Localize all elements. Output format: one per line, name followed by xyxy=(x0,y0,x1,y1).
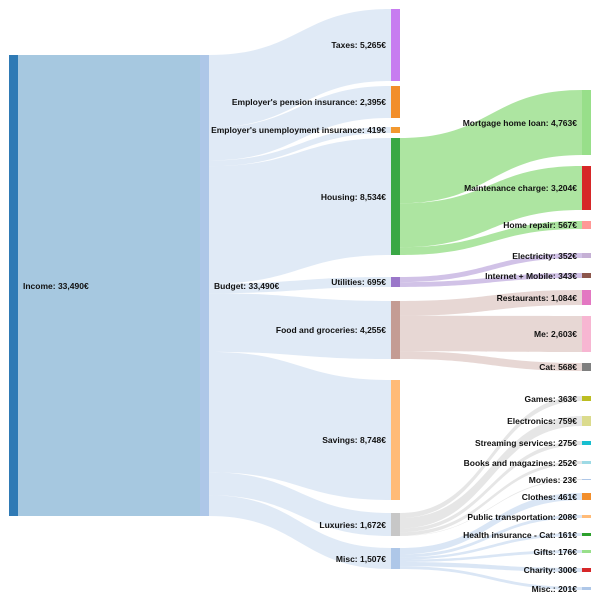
sankey-node-healthcat[interactable] xyxy=(582,533,591,536)
sankey-link-housing-mortgage xyxy=(400,90,582,204)
node-label-cat: Cat: 568€ xyxy=(539,362,577,372)
sankey-node-maintenance[interactable] xyxy=(582,166,591,210)
sankey-node-pension[interactable] xyxy=(391,86,400,118)
sankey-link-misc-misc2 xyxy=(400,566,582,590)
sankey-links xyxy=(18,9,582,590)
node-label-gifts: Gifts: 176€ xyxy=(533,546,577,557)
node-label-pension: Employer's pension insurance: 2,395€ xyxy=(231,97,386,107)
sankey-link-budget-luxuries xyxy=(209,472,391,536)
sankey-node-taxes[interactable] xyxy=(391,9,400,81)
sankey-link-housing-homerepair xyxy=(400,221,582,255)
sankey-link-luxuries-books xyxy=(400,461,582,536)
sankey-node-mortgage[interactable] xyxy=(582,90,591,155)
sankey-node-food[interactable] xyxy=(391,301,400,359)
sankey-node-transport[interactable] xyxy=(582,515,591,518)
sankey-link-budget-pension xyxy=(209,86,391,161)
sankey-node-me[interactable] xyxy=(582,316,591,352)
sankey-node-utilities[interactable] xyxy=(391,277,400,287)
sankey-node-gifts[interactable] xyxy=(582,550,591,553)
sankey-link-budget-savings xyxy=(209,351,391,500)
sankey-link-luxuries-games xyxy=(400,396,582,518)
sankey-node-budget[interactable] xyxy=(200,55,209,516)
sankey-link-income-budget xyxy=(18,55,200,516)
node-label-budget: Budget: 33,490€ xyxy=(214,280,280,291)
node-label-taxes: Taxes: 5,265€ xyxy=(331,40,386,50)
node-label-charity: Charity: 300€ xyxy=(523,565,577,575)
node-label-homerepair: Home repair: 567€ xyxy=(503,220,577,230)
sankey-nodes xyxy=(9,9,591,590)
node-label-food: Food and groceries: 4,255€ xyxy=(275,325,386,335)
node-label-income: Income: 33,490€ xyxy=(23,280,89,291)
sankey-link-utilities-electricity xyxy=(400,253,582,283)
sankey-node-income[interactable] xyxy=(9,55,18,516)
node-label-savings: Savings: 8,748€ xyxy=(322,435,386,445)
node-label-restaurants: Restaurants: 1,084€ xyxy=(496,292,577,303)
node-label-streaming: Streaming services: 275€ xyxy=(474,438,577,448)
sankey-node-books[interactable] xyxy=(582,461,591,464)
sankey-link-food-cat xyxy=(400,351,582,371)
sankey-link-misc-charity xyxy=(400,562,582,572)
sankey-link-luxuries-movies xyxy=(400,479,582,536)
sankey-link-housing-maintenance xyxy=(400,166,582,248)
node-label-housing: Housing: 8,534€ xyxy=(320,191,386,202)
node-label-me: Me: 2,603€ xyxy=(534,329,577,339)
node-label-games: Games: 363€ xyxy=(524,393,577,404)
node-label-books: Books and magazines: 252€ xyxy=(463,457,577,468)
sankey-node-charity[interactable] xyxy=(582,568,591,572)
sankey-link-budget-housing xyxy=(209,138,391,284)
node-label-electricity: Electricity: 352€ xyxy=(512,250,577,261)
node-label-electronics: Electronics: 759€ xyxy=(507,416,577,426)
node-label-transport: Public transportation: 208€ xyxy=(467,511,577,522)
sankey-node-movies[interactable] xyxy=(582,479,591,480)
sankey-node-clothes[interactable] xyxy=(582,493,591,500)
sankey-node-misc[interactable] xyxy=(391,548,400,569)
sankey-node-housing[interactable] xyxy=(391,138,400,255)
node-label-misc: Misc: 1,507€ xyxy=(335,553,386,564)
sankey-link-luxuries-electronics xyxy=(400,416,582,529)
sankey-link-misc-gifts xyxy=(400,550,582,563)
sankey-link-luxuries-streaming xyxy=(400,441,582,533)
sankey-node-electricity[interactable] xyxy=(582,253,591,258)
sankey-link-misc-transport xyxy=(400,515,582,558)
node-label-maintenance: Maintenance charge: 3,204€ xyxy=(464,183,577,193)
sankey-link-misc-clothes xyxy=(400,493,582,555)
sankey-link-misc-healthcat xyxy=(400,533,582,560)
sankey-link-food-me xyxy=(400,315,582,352)
sankey-node-homerepair[interactable] xyxy=(582,221,591,229)
sankey-node-unemployment[interactable] xyxy=(391,127,400,133)
sankey-node-restaurants[interactable] xyxy=(582,290,591,305)
node-label-utilities: Utilities: 695€ xyxy=(331,277,386,287)
sankey-node-internet[interactable] xyxy=(582,273,591,278)
node-label-luxuries: Luxuries: 1,672€ xyxy=(319,519,386,530)
node-label-internet: Internet + Mobile: 343€ xyxy=(485,270,577,281)
sankey-link-utilities-internet xyxy=(400,273,582,287)
node-label-movies: Movies: 23€ xyxy=(528,474,577,485)
sankey-link-budget-taxes xyxy=(209,9,391,128)
sankey-node-electronics[interactable] xyxy=(582,416,591,426)
sankey-node-luxuries[interactable] xyxy=(391,513,400,536)
sankey-node-savings[interactable] xyxy=(391,380,400,500)
node-label-healthcat: Health insurance - Cat: 161€ xyxy=(463,529,577,540)
sankey-link-budget-food xyxy=(209,293,391,359)
sankey-node-misc2[interactable] xyxy=(582,587,591,590)
sankey-node-cat[interactable] xyxy=(582,363,591,371)
sankey-link-budget-utilities xyxy=(209,277,391,294)
sankey-node-streaming[interactable] xyxy=(582,441,591,445)
sankey-node-games[interactable] xyxy=(582,396,591,401)
node-label-unemployment: Employer's unemployment insurance: 419€ xyxy=(211,125,386,135)
sankey-link-budget-misc xyxy=(209,495,391,569)
sankey-link-food-restaurants xyxy=(400,290,582,316)
node-label-clothes: Clothes: 461€ xyxy=(521,491,577,502)
node-label-misc2: Misc.: 201€ xyxy=(531,583,577,594)
sankey-link-budget-unemployment xyxy=(209,127,391,167)
node-label-mortgage: Mortgage home loan: 4,763€ xyxy=(462,117,577,128)
